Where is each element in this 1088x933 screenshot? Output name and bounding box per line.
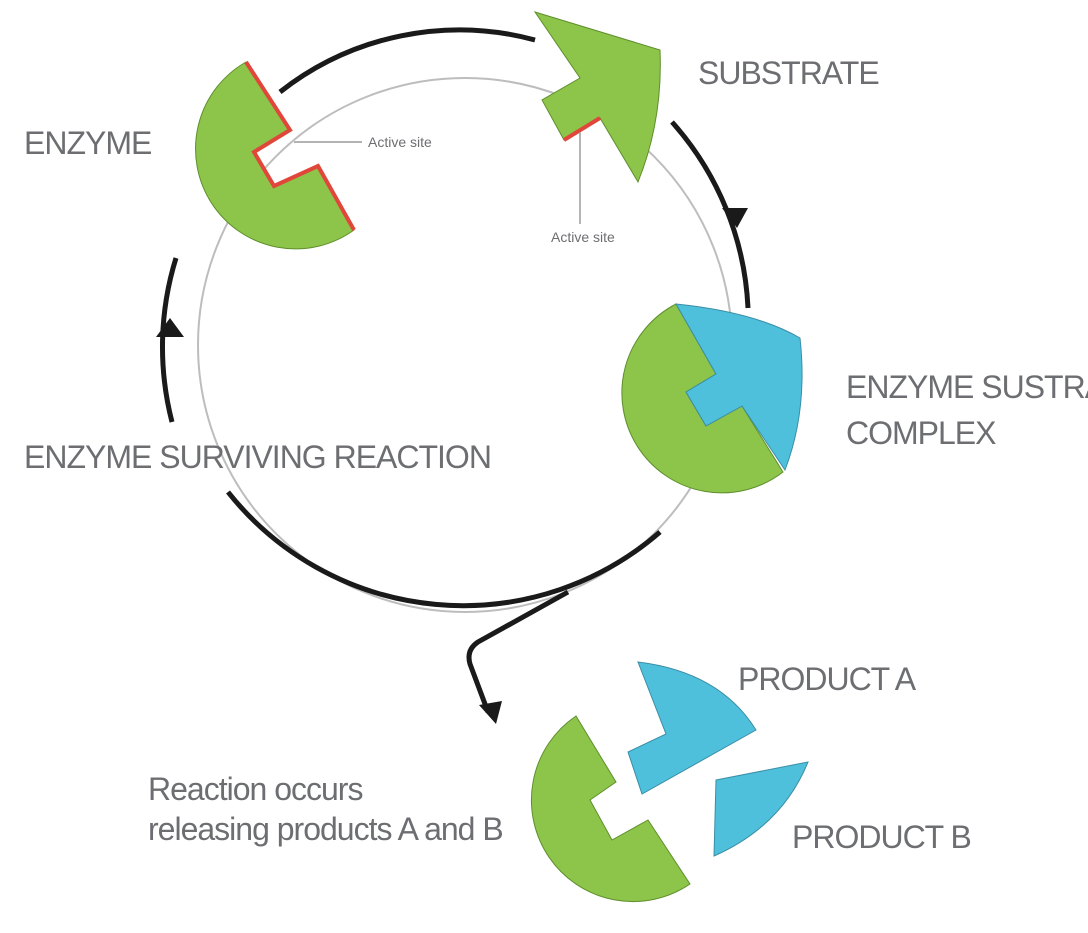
arrowhead-down-right: [722, 208, 748, 228]
label-product-b: PRODUCT B: [792, 819, 971, 855]
reaction-enzyme-shape: [531, 715, 691, 902]
label-product-a: PRODUCT A: [738, 661, 917, 697]
cycle-arrow-left: [160, 257, 179, 423]
product-b-shape: [713, 761, 809, 857]
product-a-shape: [627, 661, 757, 795]
enzyme-shape: [195, 61, 355, 250]
label-complex-line2: COMPLEX: [846, 415, 996, 451]
complex-substrate-shape: [675, 303, 803, 472]
complex-enzyme-shape: [621, 303, 784, 494]
label-surviving: ENZYME SURVIVING REACTION: [24, 439, 491, 475]
cycle-arrow-top: [278, 27, 536, 94]
label-enzyme: ENZYME: [24, 125, 151, 161]
substrate-shape: [533, 11, 661, 184]
arrowhead-up-left: [156, 318, 184, 337]
substrate-active-site: [562, 116, 602, 142]
branch-arrow: [466, 589, 570, 713]
enzyme-active-site: [244, 60, 356, 231]
label-reaction-line2: releasing products A and B: [148, 811, 503, 847]
label-active-site-substrate: Active site: [551, 229, 615, 245]
label-active-site-enzyme: Active site: [368, 134, 432, 150]
cycle-arrow-bottom: [226, 490, 662, 609]
arrowhead-branch: [479, 701, 502, 724]
label-reaction-line1: Reaction occurs: [148, 771, 362, 807]
label-complex-line1: ENZYME SUSTRATE: [846, 369, 1088, 405]
label-substrate: SUBSTRATE: [698, 55, 879, 91]
